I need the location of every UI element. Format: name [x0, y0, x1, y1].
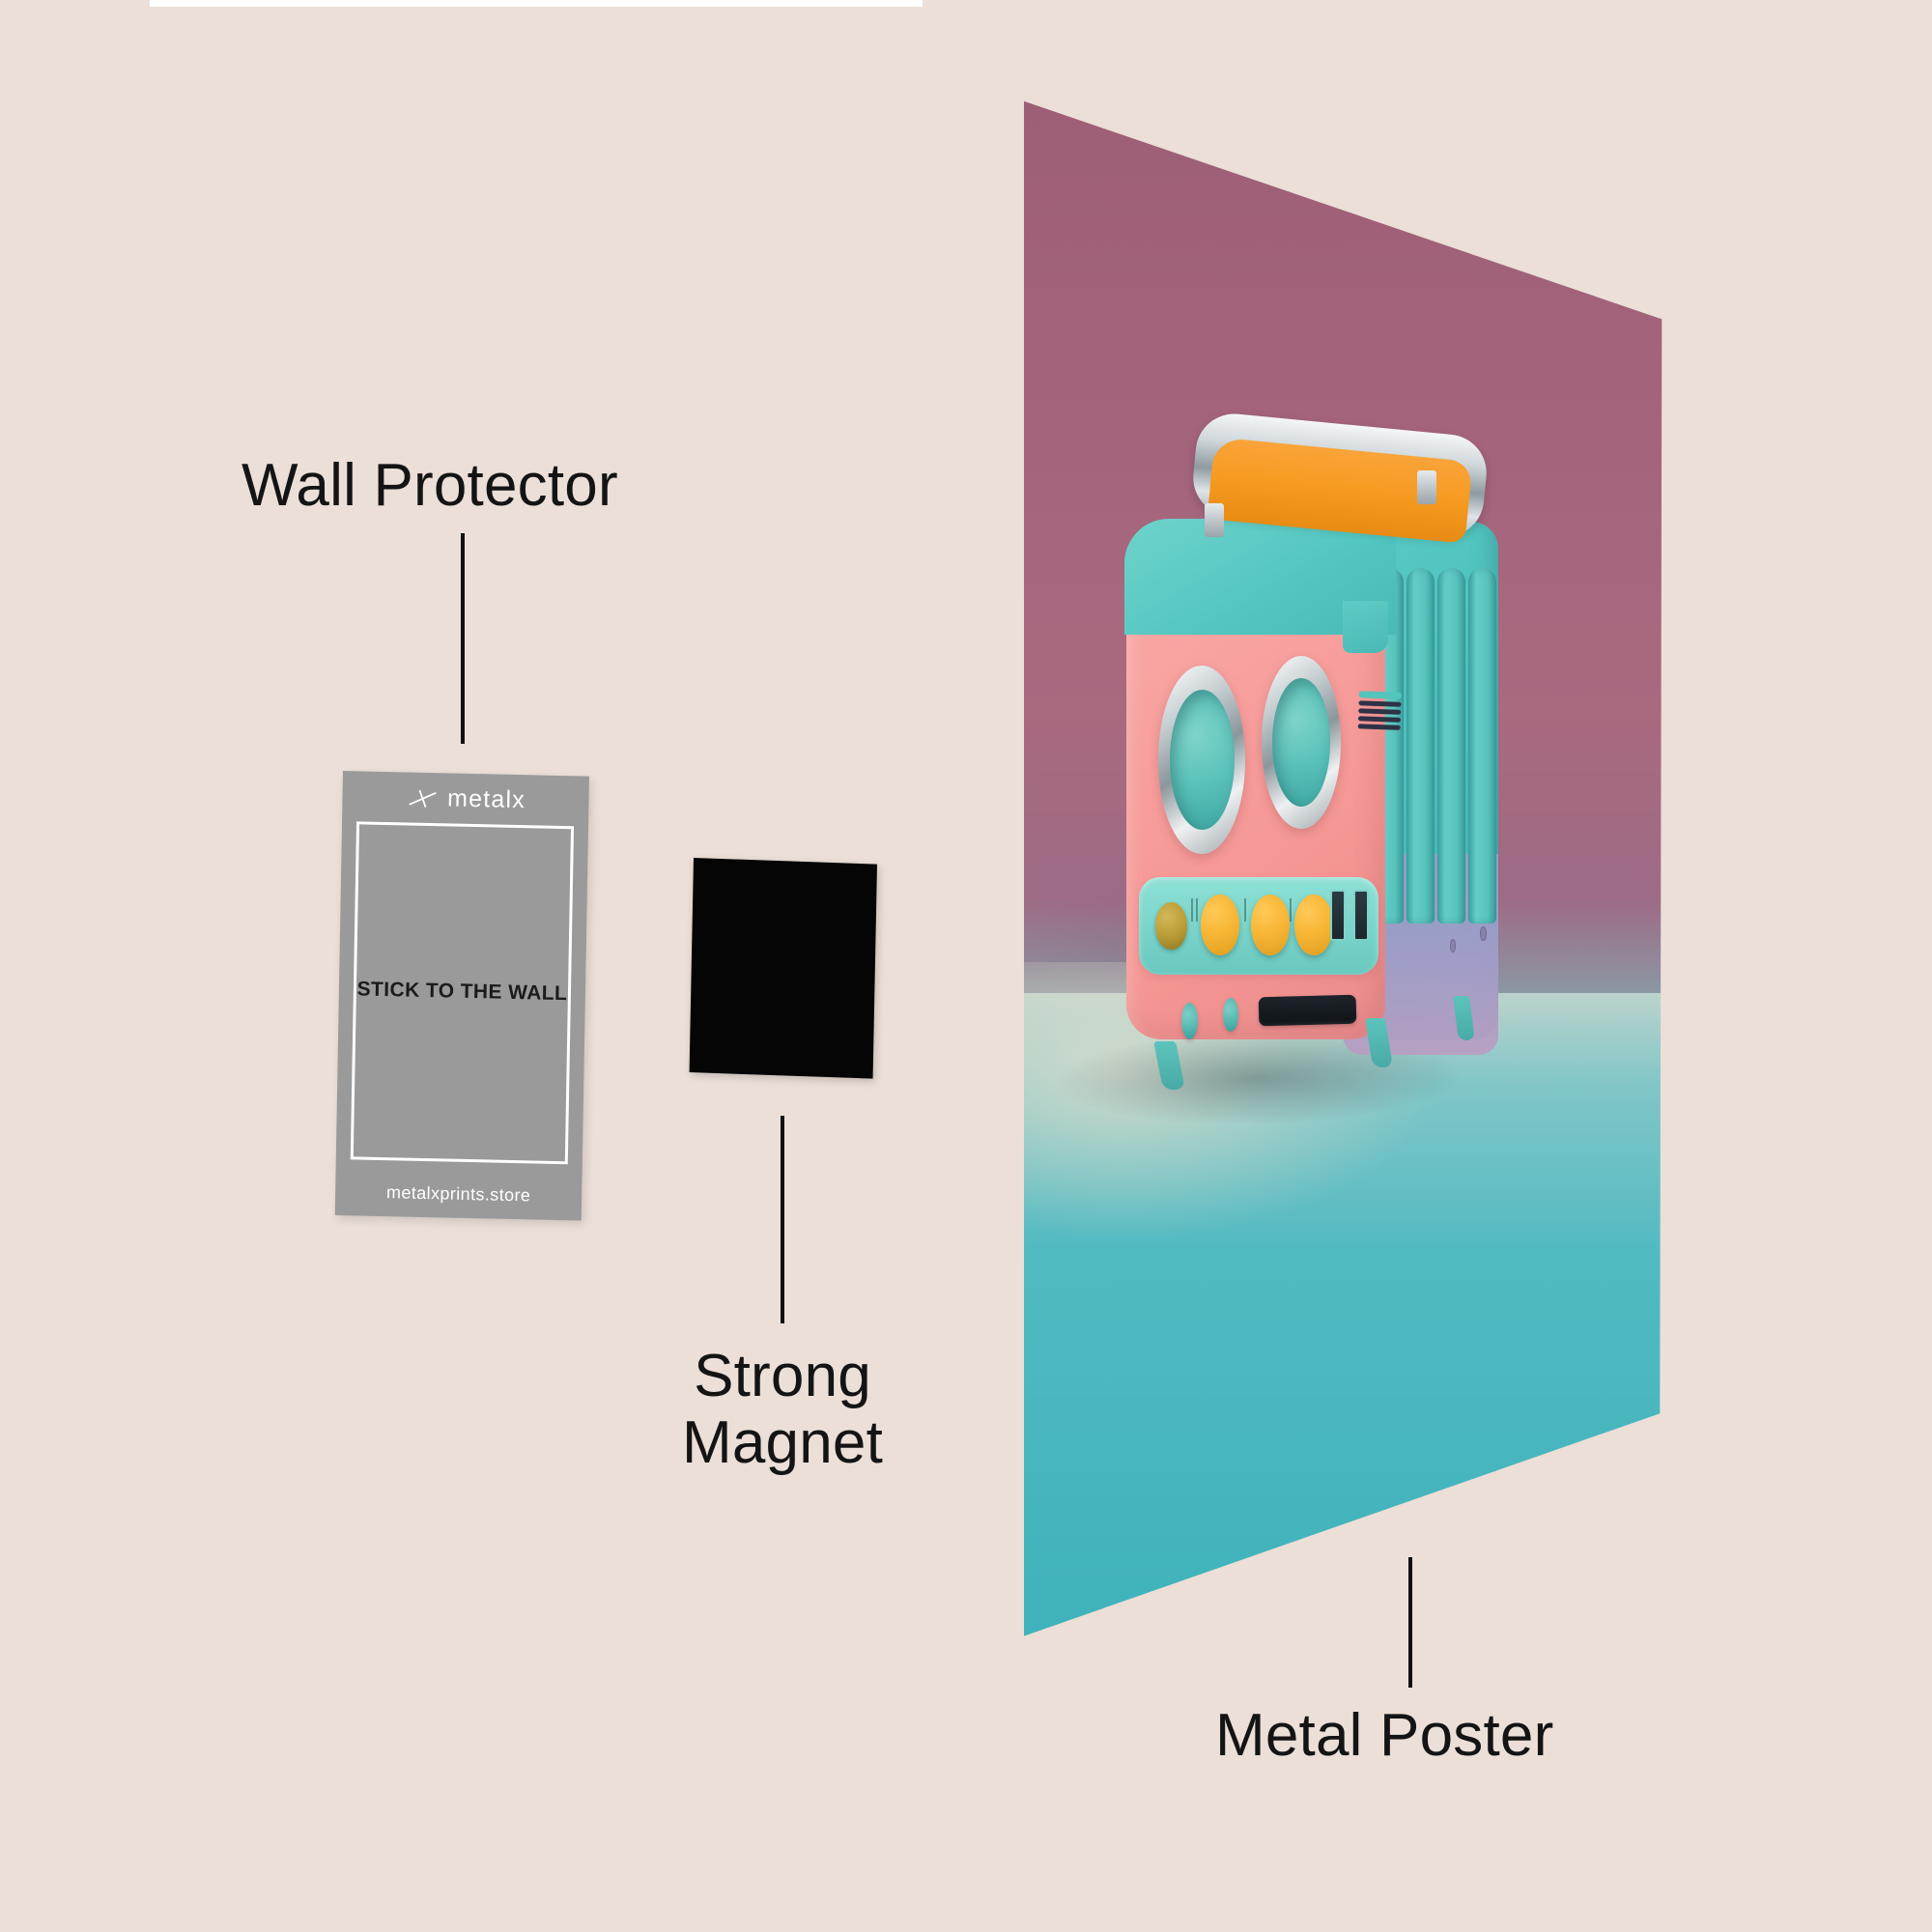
- vent-stripe: [1358, 700, 1402, 707]
- wall-protector-card[interactable]: metalx STICK TO THE WALL metalxprints.st…: [334, 771, 589, 1221]
- device-button-one: [1180, 1002, 1198, 1039]
- leader-line-wall-protector: [461, 533, 465, 744]
- vent-stripe: [1358, 724, 1401, 730]
- device-cassette-slot: [1258, 994, 1356, 1027]
- device-vent-stripes: [1355, 691, 1402, 800]
- speaker-cone: [1271, 678, 1331, 808]
- panel-tick: [1290, 898, 1293, 923]
- callout-label-metal-poster: Metal Poster: [1215, 1702, 1554, 1769]
- poster-artwork: [1024, 100, 1662, 1636]
- panel-tick: [1191, 898, 1194, 923]
- handle-post-right: [1417, 470, 1437, 505]
- callout-label-strong-magnet-line2: Magnet: [682, 1409, 883, 1477]
- vent-stripe: [1358, 708, 1402, 715]
- leader-line-strong-magnet: [781, 1116, 784, 1323]
- device-control-panel: [1138, 877, 1378, 975]
- speaker-right: [1262, 656, 1341, 830]
- grille-fin: [1468, 568, 1497, 923]
- metalx-wordmark: metalx: [446, 784, 526, 814]
- device-screw-dot: [1480, 926, 1487, 941]
- control-knob-power: [1155, 902, 1187, 950]
- panel-slot-right: [1352, 890, 1369, 941]
- control-knob-bass: [1294, 895, 1333, 955]
- device-screw-dot: [1449, 939, 1457, 953]
- callout-label-strong-magnet-line1: Strong: [694, 1343, 871, 1409]
- retro-radio-device: [1024, 101, 1662, 1636]
- callout-label-wall-protector: Wall Protector: [242, 452, 618, 519]
- vent-stripe: [1359, 691, 1402, 699]
- speaker-cone: [1169, 690, 1235, 830]
- control-knob-tuning: [1201, 895, 1240, 955]
- grille-fin: [1406, 568, 1435, 923]
- handle-post-left: [1204, 502, 1224, 537]
- device-top-band-tab: [1343, 600, 1388, 653]
- control-knob-volume: [1251, 895, 1291, 955]
- metalx-logo: metalx: [342, 782, 589, 816]
- panel-slot-left: [1330, 890, 1347, 941]
- wall-protector-url: metalxprints.store: [385, 1182, 531, 1206]
- panel-tick: [1196, 898, 1199, 923]
- device-button-two: [1223, 997, 1239, 1032]
- panel-tick: [1244, 898, 1246, 923]
- metal-poster-surface: [1024, 100, 1662, 1636]
- grille-fin: [1437, 568, 1466, 923]
- metalx-cross-icon: [409, 789, 437, 808]
- metal-poster[interactable]: [1019, 97, 1666, 1642]
- strong-magnet-square[interactable]: [689, 858, 877, 1079]
- leader-line-metal-poster: [1408, 1557, 1412, 1688]
- speaker-left: [1158, 665, 1246, 854]
- top-white-strip: [150, 0, 923, 7]
- callout-label-strong-magnet: Strong Magnet: [628, 1343, 937, 1477]
- device-leg-front-left: [1153, 1040, 1185, 1090]
- vent-stripe: [1358, 716, 1401, 723]
